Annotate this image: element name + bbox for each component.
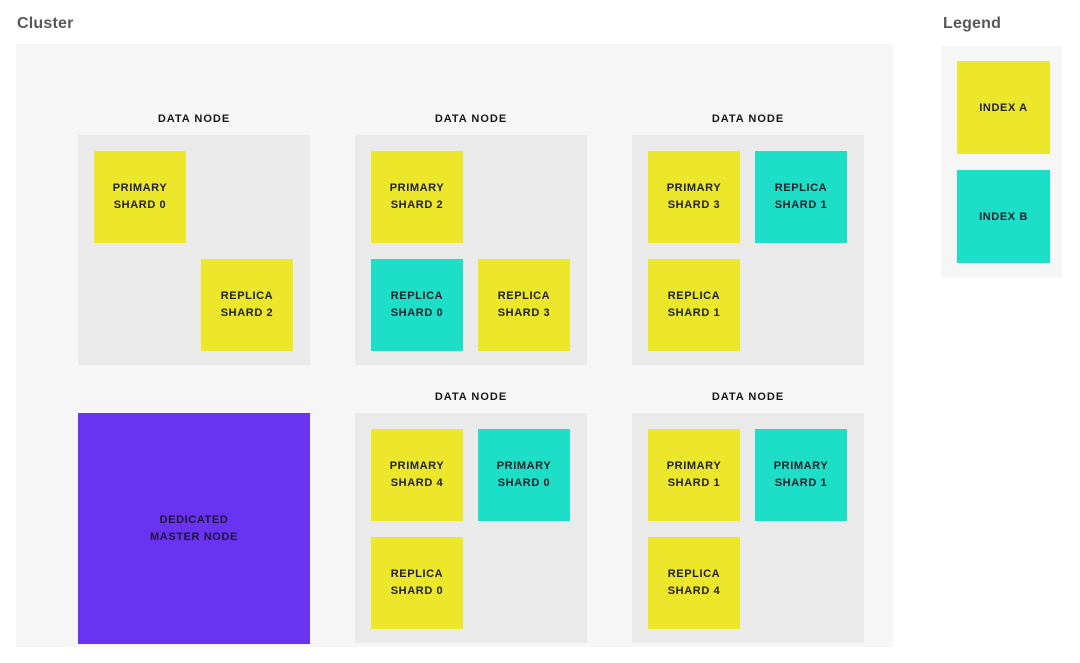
shard-label-line1: REPLICA [774, 182, 828, 194]
legend-panel: INDEX A INDEX B [941, 46, 1062, 278]
shard-replica-0-index-a: REPLICA SHARD 0 [371, 537, 463, 629]
data-node-bottom-right: DATA NODE PRIMARY SHARD 1 PRIMARY SHARD … [632, 392, 864, 643]
shard-label-line2: SHARD 0 [390, 585, 444, 597]
legend-label-index-b: INDEX B [979, 210, 1028, 223]
data-node-box: PRIMARY SHARD 1 PRIMARY SHARD 1 REPLICA … [632, 413, 864, 643]
cluster-section-title: Cluster [17, 15, 74, 32]
master-node-label-line1: DEDICATED [159, 513, 229, 526]
data-node-label: DATA NODE [434, 113, 508, 125]
shard-label-line1: PRIMARY [389, 182, 445, 194]
shard-label-line2: SHARD 1 [667, 307, 721, 319]
data-node-top-middle: DATA NODE PRIMARY SHARD 2 REPLICA SHARD … [355, 114, 587, 365]
shard-replica-1-index-b: REPLICA SHARD 1 [755, 151, 847, 243]
data-node-bottom-middle: DATA NODE PRIMARY SHARD 4 PRIMARY SHARD … [355, 392, 587, 643]
shard-label-line2: SHARD 2 [220, 307, 274, 319]
data-node-label: DATA NODE [711, 113, 785, 125]
shard-label-line1: PRIMARY [389, 460, 445, 472]
shard-label-line1: REPLICA [390, 290, 444, 302]
data-node-label: DATA NODE [711, 391, 785, 403]
shard-label-line1: PRIMARY [496, 460, 552, 472]
legend-swatch-index-a: INDEX A [957, 61, 1050, 154]
data-node-box: PRIMARY SHARD 3 REPLICA SHARD 1 REPLICA … [632, 135, 864, 365]
data-node-box: PRIMARY SHARD 0 REPLICA SHARD 2 [78, 135, 310, 365]
shard-label-line2: SHARD 0 [113, 199, 167, 211]
data-node-top-right: DATA NODE PRIMARY SHARD 3 REPLICA SHARD … [632, 114, 864, 365]
legend-swatch-index-b: INDEX B [957, 170, 1050, 263]
shard-label-line1: REPLICA [390, 568, 444, 580]
shard-label-line2: SHARD 1 [667, 477, 721, 489]
shard-primary-3-index-a: PRIMARY SHARD 3 [648, 151, 740, 243]
data-node-top-left: DATA NODE PRIMARY SHARD 0 REPLICA SHARD … [78, 114, 310, 365]
shard-replica-0-index-b: REPLICA SHARD 0 [371, 259, 463, 351]
data-node-label: DATA NODE [434, 391, 508, 403]
shard-label-line2: SHARD 3 [667, 199, 721, 211]
legend-label-index-a: INDEX A [979, 101, 1028, 114]
shard-replica-2-index-a: REPLICA SHARD 2 [201, 259, 293, 351]
shard-label-line2: SHARD 3 [497, 307, 551, 319]
shard-label-line2: SHARD 1 [774, 477, 828, 489]
legend-section-title: Legend [943, 15, 1002, 32]
shard-label-line1: PRIMARY [666, 460, 722, 472]
shard-label-line2: SHARD 4 [667, 585, 721, 597]
shard-primary-1-index-b: PRIMARY SHARD 1 [755, 429, 847, 521]
data-node-label: DATA NODE [157, 113, 231, 125]
shard-label-line1: REPLICA [667, 290, 721, 302]
shard-label-line1: PRIMARY [773, 460, 829, 472]
shard-primary-1-index-a: PRIMARY SHARD 1 [648, 429, 740, 521]
shard-replica-4-index-a: REPLICA SHARD 4 [648, 537, 740, 629]
shard-replica-1-index-a: REPLICA SHARD 1 [648, 259, 740, 351]
shard-label-line2: SHARD 1 [774, 199, 828, 211]
master-node-label-line2: MASTER NODE [150, 530, 238, 543]
shard-label-line1: PRIMARY [666, 182, 722, 194]
shard-label-line1: PRIMARY [112, 182, 168, 194]
shard-label-line2: SHARD 0 [390, 307, 444, 319]
shard-label-line1: REPLICA [497, 290, 551, 302]
shard-primary-2-index-a: PRIMARY SHARD 2 [371, 151, 463, 243]
shard-replica-3-index-a: REPLICA SHARD 3 [478, 259, 570, 351]
shard-label-line1: REPLICA [667, 568, 721, 580]
shard-label-line2: SHARD 4 [390, 477, 444, 489]
shard-primary-0-index-b: PRIMARY SHARD 0 [478, 429, 570, 521]
data-node-box: PRIMARY SHARD 4 PRIMARY SHARD 0 REPLICA … [355, 413, 587, 643]
shard-primary-4-index-a: PRIMARY SHARD 4 [371, 429, 463, 521]
shard-primary-0-index-a: PRIMARY SHARD 0 [94, 151, 186, 243]
shard-label-line2: SHARD 2 [390, 199, 444, 211]
shard-label-line1: REPLICA [220, 290, 274, 302]
dedicated-master-node: DEDICATED MASTER NODE [78, 413, 310, 644]
shard-label-line2: SHARD 0 [497, 477, 551, 489]
cluster-container: DATA NODE PRIMARY SHARD 0 REPLICA SHARD … [16, 44, 893, 647]
data-node-box: PRIMARY SHARD 2 REPLICA SHARD 0 REPLICA … [355, 135, 587, 365]
